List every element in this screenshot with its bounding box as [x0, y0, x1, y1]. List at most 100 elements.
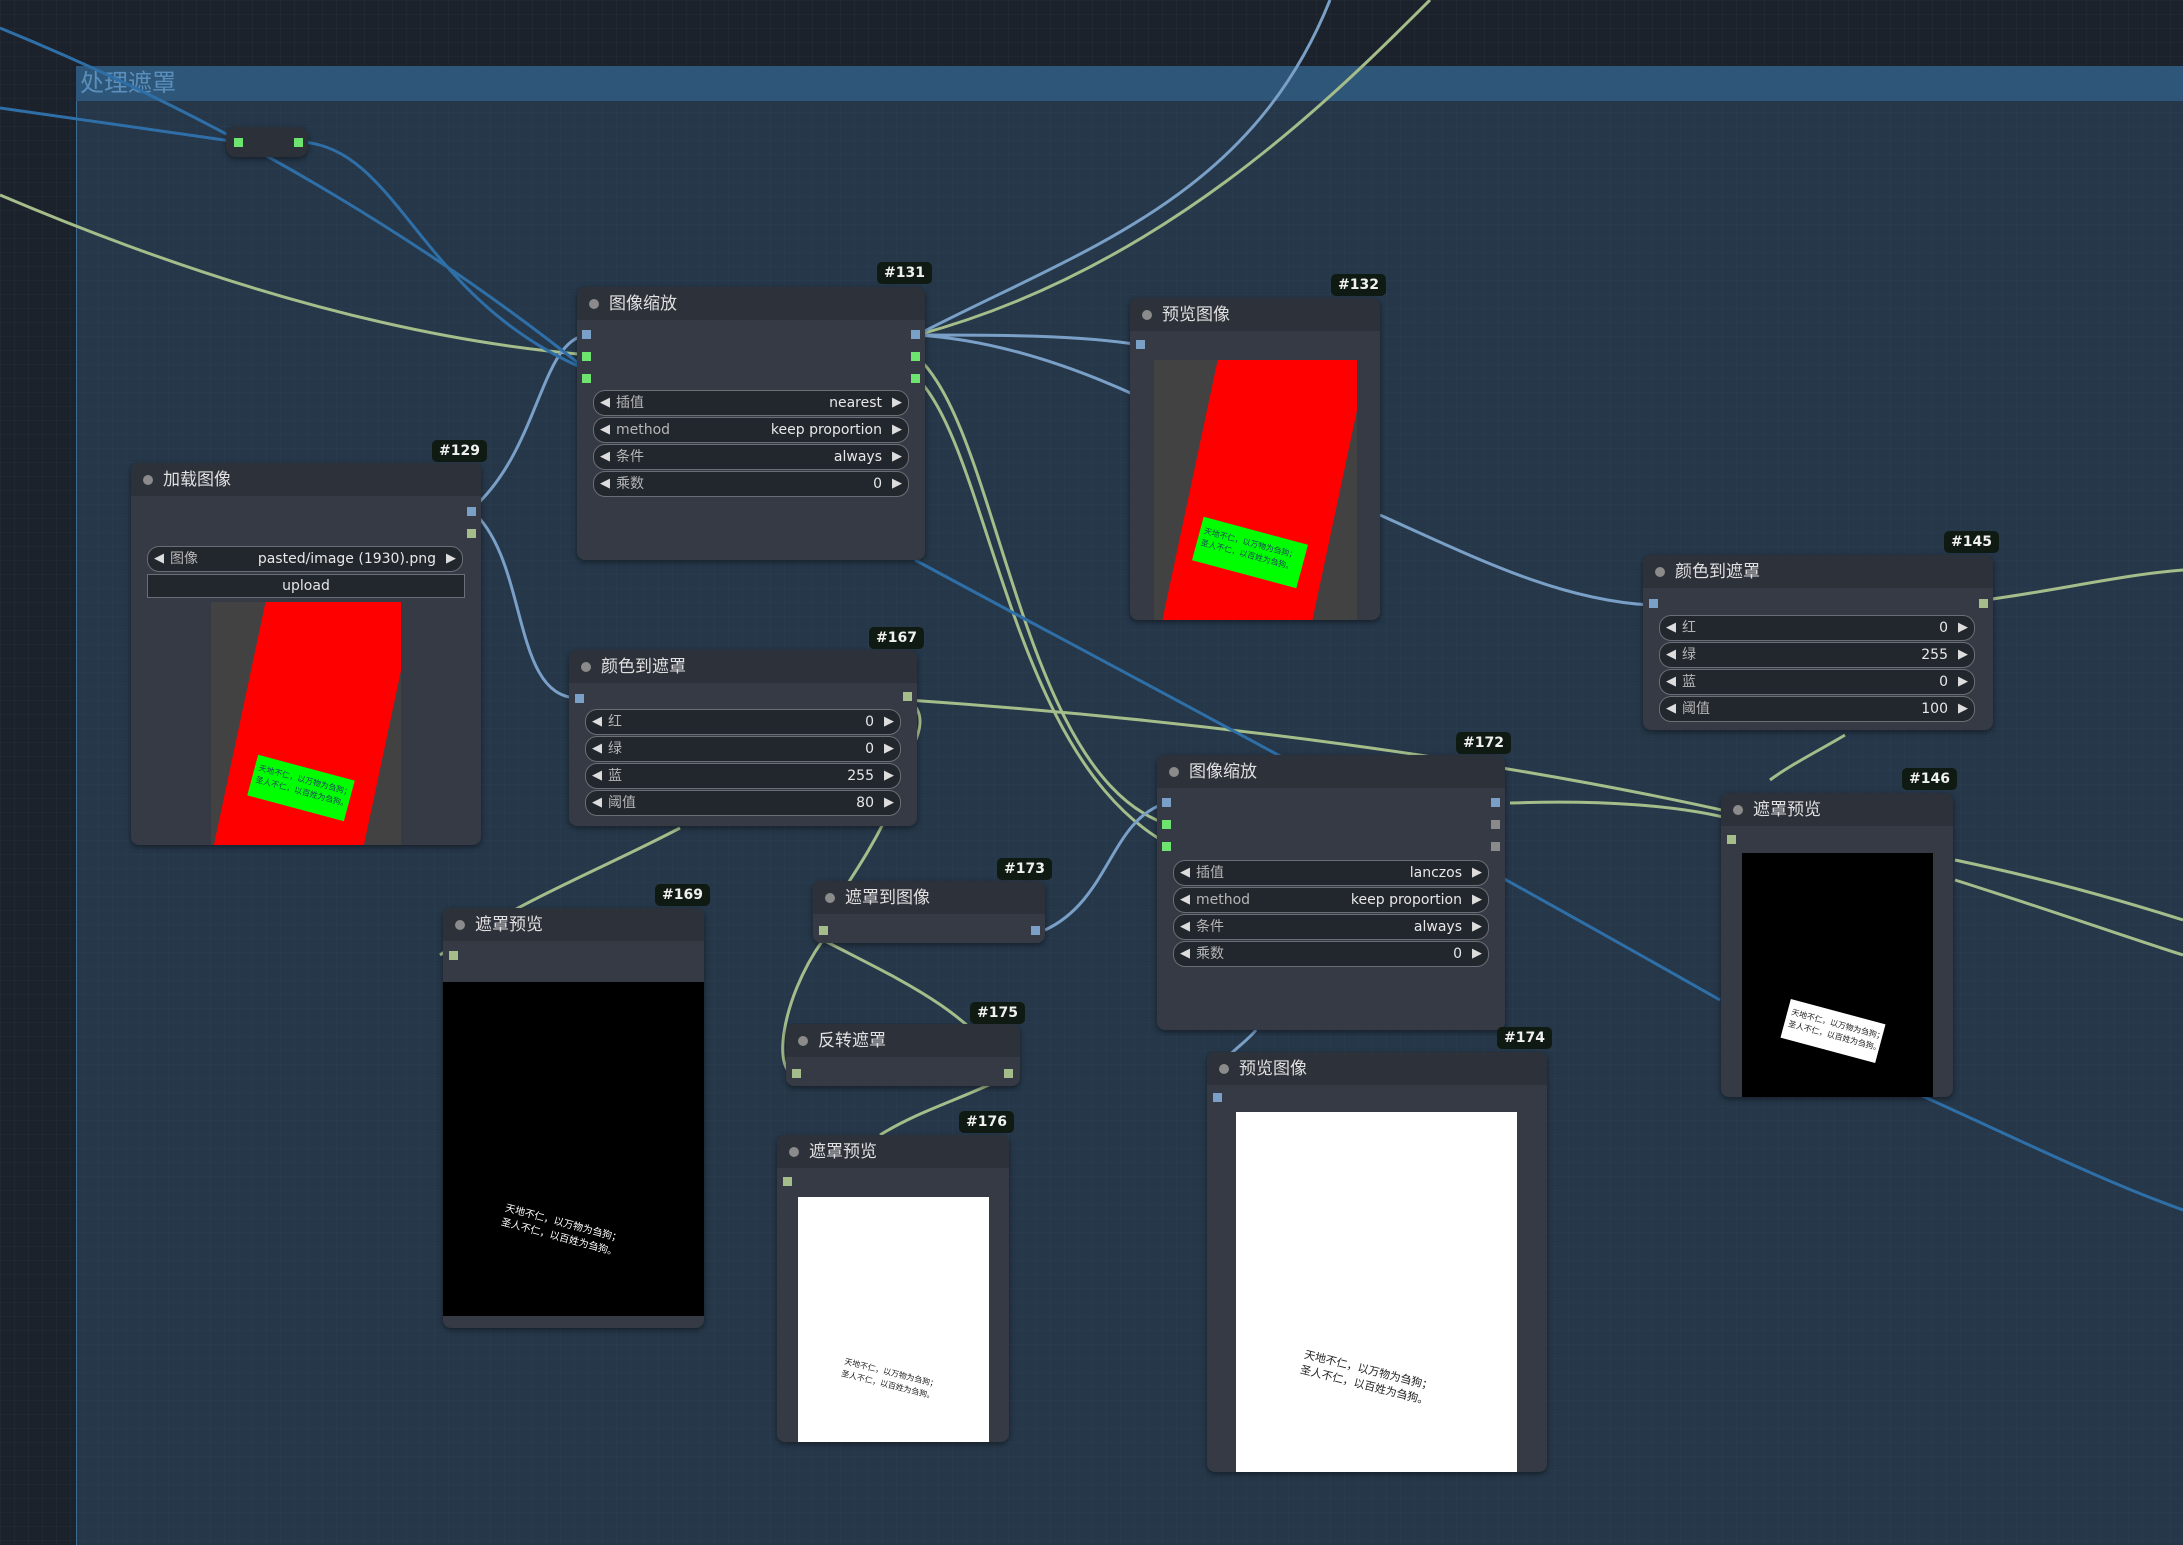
node-preview-image[interactable]: 预览图像 天地不仁，以万物为刍狗； 圣人不仁，以百姓为刍狗。: [1130, 298, 1380, 620]
widget-blue[interactable]: ◀ 蓝 0 ▶: [1659, 669, 1975, 695]
widget-multiplier[interactable]: ◀ 乘数 0 ▶: [1173, 941, 1489, 967]
collapse-dot[interactable]: [1655, 567, 1665, 577]
node-mask-preview[interactable]: 遮罩预览 天地不仁，以万物为刍狗； 圣人不仁，以百姓为刍狗。: [1721, 793, 1953, 1097]
arrow-right-icon[interactable]: ▶: [892, 422, 902, 437]
arrow-right-icon[interactable]: ▶: [892, 449, 902, 464]
arrow-left-icon[interactable]: ◀: [600, 395, 610, 410]
arrow-right-icon[interactable]: ▶: [884, 768, 894, 783]
node-load-image[interactable]: 加载图像 ◀ 图像 pasted/image (1930).png ▶ uplo…: [131, 463, 481, 845]
collapse-dot[interactable]: [455, 920, 465, 930]
widget-green[interactable]: ◀ 绿 0 ▶: [585, 736, 901, 762]
arrow-left-icon[interactable]: ◀: [592, 714, 602, 729]
node-header[interactable]: 预览图像: [1130, 298, 1380, 331]
node-mask-preview[interactable]: 遮罩预览 天地不仁，以万物为刍狗； 圣人不仁，以百姓为刍狗。: [443, 908, 704, 1328]
arrow-right-icon[interactable]: ▶: [1958, 701, 1968, 716]
arrow-right-icon[interactable]: ▶: [1958, 620, 1968, 635]
node-mask-preview[interactable]: 遮罩预览 天地不仁，以万物为刍狗； 圣人不仁，以百姓为刍狗。: [777, 1135, 1009, 1442]
arrow-right-icon[interactable]: ▶: [1472, 946, 1482, 961]
arrow-left-icon[interactable]: ◀: [1666, 674, 1676, 689]
arrow-right-icon[interactable]: ▶: [1472, 892, 1482, 907]
node-preview-image[interactable]: 预览图像 天地不仁，以万物为刍狗； 圣人不仁，以百姓为刍狗。: [1207, 1052, 1547, 1472]
input-port[interactable]: [1162, 820, 1171, 829]
arrow-left-icon[interactable]: ◀: [600, 449, 610, 464]
arrow-right-icon[interactable]: ▶: [884, 714, 894, 729]
arrow-right-icon[interactable]: ▶: [892, 476, 902, 491]
arrow-left-icon[interactable]: ◀: [1666, 701, 1676, 716]
output-mask-port[interactable]: [467, 529, 476, 538]
widget-interpolation[interactable]: ◀ 插值 nearest ▶: [593, 390, 909, 416]
arrow-left-icon[interactable]: ◀: [1180, 946, 1190, 961]
collapse-dot[interactable]: [798, 1036, 808, 1046]
input-mask-port[interactable]: [819, 926, 828, 935]
input-image-port[interactable]: [1162, 798, 1171, 807]
output-port[interactable]: [1491, 820, 1500, 829]
arrow-left-icon[interactable]: ◀: [1666, 620, 1676, 635]
input-port[interactable]: [582, 374, 591, 383]
output-mask-port[interactable]: [1979, 599, 1988, 608]
node-color-to-mask[interactable]: 颜色到遮罩 ◀ 红 0 ▶ ◀ 绿 0 ▶ ◀ 蓝 255 ▶ ◀ 阈值 80 …: [569, 650, 917, 826]
widget-interpolation[interactable]: ◀ 插值 lanczos ▶: [1173, 860, 1489, 886]
widget-green[interactable]: ◀ 绿 255 ▶: [1659, 642, 1975, 668]
input-mask-port[interactable]: [1727, 835, 1736, 844]
collapse-dot[interactable]: [789, 1147, 799, 1157]
collapse-dot[interactable]: [1142, 310, 1152, 320]
node-header[interactable]: 颜色到遮罩: [569, 650, 917, 683]
widget-red[interactable]: ◀ 红 0 ▶: [585, 709, 901, 735]
arrow-left-icon[interactable]: ◀: [592, 741, 602, 756]
widget-red[interactable]: ◀ 红 0 ▶: [1659, 615, 1975, 641]
collapse-dot[interactable]: [825, 893, 835, 903]
node-header[interactable]: 遮罩预览: [1721, 793, 1953, 826]
widget-method[interactable]: ◀ method keep proportion ▶: [1173, 887, 1489, 913]
node-image-scale[interactable]: 图像缩放 ◀ 插值 lanczos ▶ ◀ method keep propor…: [1157, 755, 1505, 1030]
widget-condition[interactable]: ◀ 条件 always ▶: [1173, 914, 1489, 940]
arrow-left-icon[interactable]: ◀: [1180, 865, 1190, 880]
reroute-output-dot[interactable]: [294, 138, 303, 147]
widget-multiplier[interactable]: ◀ 乘数 0 ▶: [593, 471, 909, 497]
node-mask-to-image[interactable]: 遮罩到图像: [813, 881, 1045, 943]
arrow-right-icon[interactable]: ▶: [1472, 919, 1482, 934]
output-image-port[interactable]: [1491, 798, 1500, 807]
input-mask-port[interactable]: [449, 951, 458, 960]
group-header[interactable]: [76, 66, 2183, 101]
collapse-dot[interactable]: [1169, 767, 1179, 777]
collapse-dot[interactable]: [1219, 1064, 1229, 1074]
node-header[interactable]: 预览图像: [1207, 1052, 1547, 1085]
widget-condition[interactable]: ◀ 条件 always ▶: [593, 444, 909, 470]
node-header[interactable]: 反转遮罩: [786, 1024, 1020, 1057]
widget-method[interactable]: ◀ method keep proportion ▶: [593, 417, 909, 443]
input-mask-port[interactable]: [792, 1069, 801, 1078]
output-mask-port[interactable]: [903, 692, 912, 701]
reroute-input-dot[interactable]: [234, 138, 243, 147]
widget-threshold[interactable]: ◀ 阈值 80 ▶: [585, 790, 901, 816]
arrow-right-icon[interactable]: ▶: [884, 741, 894, 756]
collapse-dot[interactable]: [143, 475, 153, 485]
output-image-port[interactable]: [467, 507, 476, 516]
node-header[interactable]: 加载图像: [131, 463, 481, 496]
arrow-left-icon[interactable]: ◀: [1666, 647, 1676, 662]
input-image-port[interactable]: [1213, 1093, 1222, 1102]
node-header[interactable]: 颜色到遮罩: [1643, 555, 1993, 588]
input-image-port[interactable]: [1136, 340, 1145, 349]
node-color-to-mask[interactable]: 颜色到遮罩 ◀ 红 0 ▶ ◀ 绿 255 ▶ ◀ 蓝 0 ▶ ◀ 阈值 100…: [1643, 555, 1993, 730]
node-image-scale[interactable]: 图像缩放 ◀ 插值 nearest ▶ ◀ method keep propor…: [577, 287, 925, 560]
collapse-dot[interactable]: [589, 299, 599, 309]
input-port[interactable]: [1162, 842, 1171, 851]
arrow-left-icon[interactable]: ◀: [154, 551, 164, 566]
arrow-left-icon[interactable]: ◀: [592, 795, 602, 810]
arrow-right-icon[interactable]: ▶: [1958, 647, 1968, 662]
arrow-right-icon[interactable]: ▶: [892, 395, 902, 410]
arrow-right-icon[interactable]: ▶: [1472, 865, 1482, 880]
arrow-left-icon[interactable]: ◀: [592, 768, 602, 783]
node-invert-mask[interactable]: 反转遮罩: [786, 1024, 1020, 1086]
output-image-port[interactable]: [1031, 926, 1040, 935]
input-mask-port[interactable]: [783, 1177, 792, 1186]
arrow-right-icon[interactable]: ▶: [1958, 674, 1968, 689]
image-select-widget[interactable]: ◀ 图像 pasted/image (1930).png ▶: [147, 546, 463, 572]
input-image-port[interactable]: [582, 330, 591, 339]
output-port[interactable]: [911, 374, 920, 383]
arrow-right-icon[interactable]: ▶: [446, 551, 456, 566]
input-image-port[interactable]: [1649, 599, 1658, 608]
arrow-left-icon[interactable]: ◀: [1180, 919, 1190, 934]
node-header[interactable]: 图像缩放: [577, 287, 925, 320]
widget-blue[interactable]: ◀ 蓝 255 ▶: [585, 763, 901, 789]
